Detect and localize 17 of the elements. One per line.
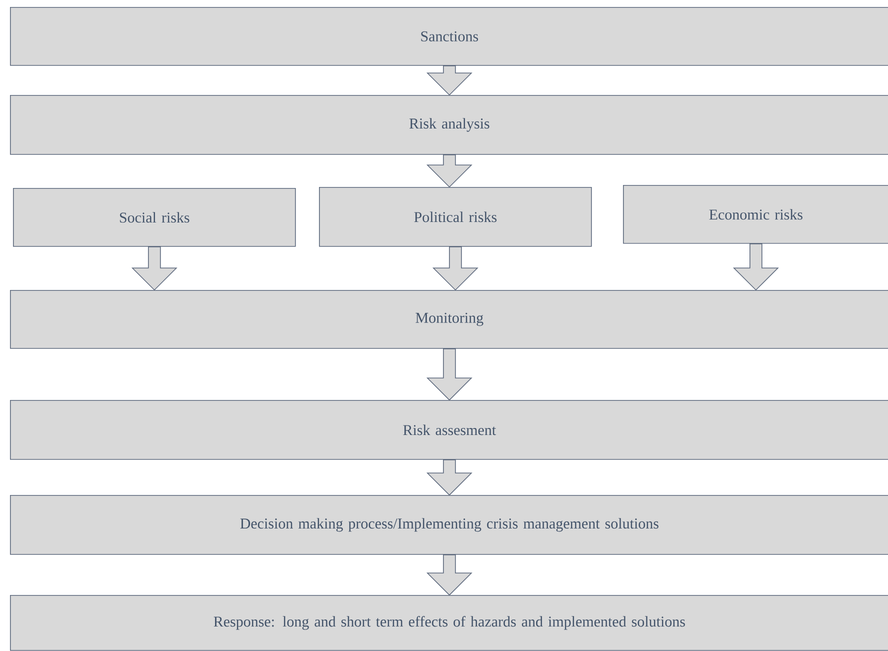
process-box: Social risks	[13, 188, 296, 247]
process-box: Monitoring	[10, 290, 888, 349]
block-arrow	[131, 246, 178, 291]
process-box: Risk analysis	[10, 95, 888, 155]
block-arrow	[432, 246, 478, 291]
block-arrow	[426, 65, 472, 96]
process-box: Economic risks	[623, 185, 888, 244]
process-box: Decision making process/Implementing crisis management solutions	[10, 495, 888, 555]
block-arrow	[426, 348, 472, 401]
process-box: Sanctions	[10, 7, 888, 66]
process-box: Political risks	[319, 187, 592, 247]
process-box: Response: long and short term effects of hazards and implemented solutions	[10, 595, 888, 651]
block-arrow	[426, 554, 472, 596]
block-arrow	[426, 459, 472, 496]
block-arrow	[732, 243, 779, 291]
process-box: Risk assesment	[10, 400, 888, 460]
block-arrow	[426, 154, 472, 188]
